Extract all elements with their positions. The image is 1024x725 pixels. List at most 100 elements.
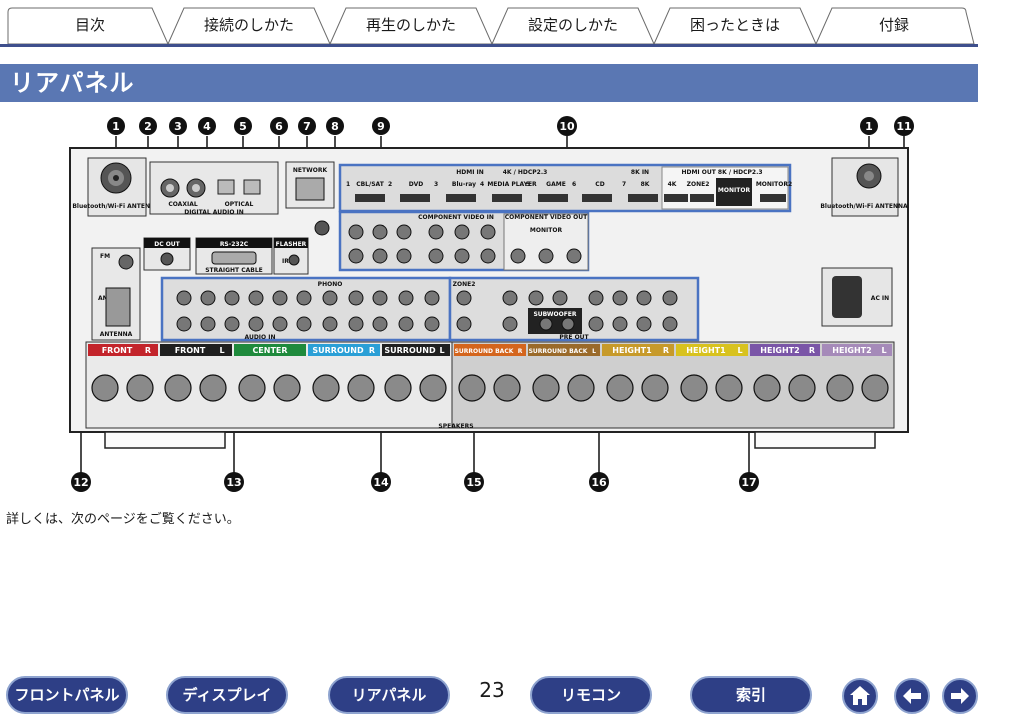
tab-appendix[interactable]: 付録 (878, 16, 909, 34)
svg-text:15: 15 (466, 476, 481, 489)
speaker-label-9: HEIGHT2 (760, 346, 799, 355)
zone2-label: ZONE2 (453, 281, 476, 288)
tab-settings[interactable]: 設定のしかた (527, 16, 618, 34)
speaker-label-2: CENTER (252, 346, 287, 355)
tab-underline (0, 44, 978, 47)
speaker-side-3: R (369, 346, 375, 355)
svg-text:GAME: GAME (546, 181, 566, 188)
tab-troubleshooting[interactable]: 困ったときは (689, 16, 780, 34)
ir-label: IR (282, 258, 289, 265)
svg-text:CD: CD (595, 181, 604, 188)
component-video-in-label: COMPONENT VIDEO IN (418, 214, 494, 221)
arrow-right-icon (951, 688, 969, 704)
svg-text:6: 6 (275, 120, 283, 133)
speaker-side-10: L (881, 346, 886, 355)
svg-text:5: 5 (526, 181, 530, 188)
8k-in-label: 8K IN (631, 169, 649, 176)
optical-label: OPTICAL (225, 201, 254, 208)
speaker-side-6: L (592, 348, 596, 355)
speaker-side-0: R (145, 346, 151, 355)
monitor-label: MONITOR (530, 227, 563, 234)
left-antenna-label: Bluetooth/Wi-Fi ANTENNA (72, 203, 160, 210)
svg-text:17: 17 (741, 476, 756, 489)
speaker-side-9: R (809, 346, 815, 355)
forward-button[interactable] (942, 678, 978, 714)
top-navigation: 目次 接続のしかた 再生のしかた 設定のしかた 困ったときは 付録 (0, 0, 1024, 50)
dc-out-label: DC OUT (154, 241, 180, 248)
back-button[interactable] (894, 678, 930, 714)
home-button[interactable] (842, 678, 878, 714)
svg-text:2: 2 (388, 181, 392, 188)
svg-text:4: 4 (480, 181, 484, 188)
svg-text:8K: 8K (641, 181, 650, 188)
tab-playback[interactable]: 再生のしかた (365, 16, 456, 34)
speaker-headers: FRONT R FRONT L CENTER SURROUND R SURROU… (88, 344, 892, 356)
speaker-side-5: R (518, 348, 523, 355)
component-jacks (348, 224, 582, 264)
pre-out-label: PRE OUT (559, 334, 589, 341)
bottom-navigation: フロントパネル ディスプレイ リアパネル 23 リモコン 索引 (0, 676, 1024, 720)
left-foot (104, 431, 226, 449)
audio-in-jacks (176, 290, 440, 332)
svg-text:ZONE2: ZONE2 (687, 181, 710, 188)
callouts-bottom: 12 13 14 15 16 17 (71, 472, 759, 492)
svg-text:14: 14 (373, 476, 389, 489)
am-label: AM (98, 295, 109, 302)
flasher-label: FLASHER (276, 241, 307, 248)
callouts-top: 1 2 3 4 5 6 7 8 9 10 1 11 (107, 116, 914, 136)
svg-text:DVD: DVD (409, 181, 424, 188)
hdmi-in-label: HDMI IN (456, 169, 484, 176)
right-antenna-label: Bluetooth/Wi-Fi ANTENNA (820, 203, 908, 210)
svg-text:3: 3 (434, 181, 438, 188)
remote-button[interactable]: リモコン (530, 676, 652, 714)
svg-text:Blu-ray: Blu-ray (452, 181, 476, 188)
speaker-side-4: L (439, 346, 444, 355)
speaker-label-10: HEIGHT2 (832, 346, 871, 355)
svg-text:9: 9 (377, 120, 385, 133)
svg-text:7: 7 (303, 120, 311, 133)
digital-audio-in-label: DIGITAL AUDIO IN (184, 209, 244, 216)
section-header: リアパネル (0, 64, 978, 102)
speaker-label-4: SURROUND (384, 346, 436, 355)
rear-panel-illustration: 1 2 3 4 5 6 7 8 9 10 1 11 Bluetooth/Wi-F… (69, 116, 914, 492)
page-number: 23 (479, 678, 505, 702)
svg-text:16: 16 (591, 476, 607, 489)
svg-text:2: 2 (144, 120, 152, 133)
hdmi-out-label: HDMI OUT 8K / HDCP2.3 (681, 169, 762, 176)
svg-text:1: 1 (346, 181, 350, 188)
speakers-label: SPEAKERS (438, 423, 473, 430)
phono-label: PHONO (318, 281, 343, 288)
svg-text:3: 3 (174, 120, 182, 133)
rear-panel-button[interactable]: リアパネル (328, 676, 450, 714)
svg-text:8: 8 (331, 120, 339, 133)
svg-text:12: 12 (73, 476, 88, 489)
rs232c-label: RS-232C (220, 241, 249, 248)
svg-text:MEDIA PLAYER: MEDIA PLAYER (487, 181, 537, 188)
tab-connection[interactable]: 接続のしかた (203, 16, 294, 34)
speaker-label-1: FRONT (175, 346, 206, 355)
svg-text:10: 10 (559, 120, 575, 133)
svg-text:6: 6 (572, 181, 576, 188)
fm-label: FM (100, 253, 110, 260)
hdmi-in-spec-label: 4K / HDCP2.3 (503, 169, 548, 176)
svg-text:1: 1 (112, 120, 120, 133)
note-text: 詳しくは、次のページをご覧ください。 (6, 512, 240, 527)
page-title: リアパネル (10, 69, 135, 97)
rear-panel-diagram: 1 2 3 4 5 6 7 8 9 10 1 11 Bluetooth/Wi-F… (0, 110, 1024, 500)
speaker-label-0: FRONT (102, 346, 133, 355)
index-button[interactable]: 索引 (690, 676, 812, 714)
speaker-label-3: SURROUND (312, 346, 364, 355)
speaker-side-1: L (219, 346, 224, 355)
home-icon (850, 686, 870, 705)
front-panel-button[interactable]: フロントパネル (6, 676, 128, 714)
right-foot (754, 431, 876, 449)
svg-text:4: 4 (203, 120, 211, 133)
svg-text:MONITOR: MONITOR (718, 187, 751, 194)
svg-text:7: 7 (622, 181, 626, 188)
tab-contents[interactable]: 目次 (74, 16, 105, 34)
audio-in-label: AUDIO IN (245, 334, 276, 341)
speaker-label-8: HEIGHT1 (686, 346, 726, 355)
coaxial-label: COAXIAL (168, 201, 197, 208)
display-button[interactable]: ディスプレイ (166, 676, 288, 714)
speaker-label-5: SURROUND BACK (455, 348, 514, 355)
